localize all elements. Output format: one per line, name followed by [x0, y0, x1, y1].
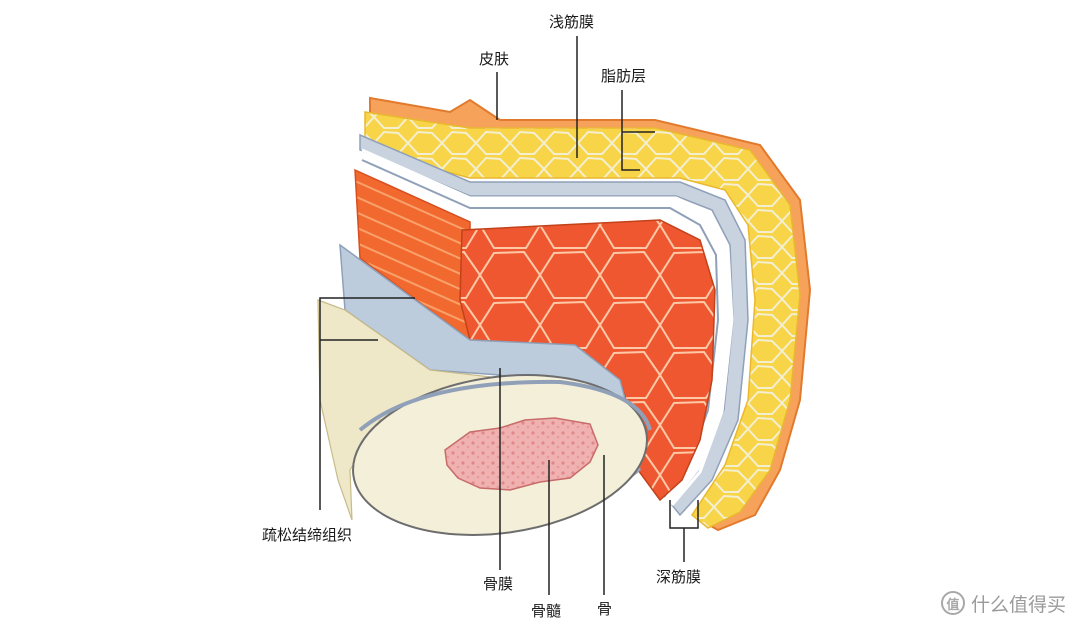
label-periosteum: 骨膜	[483, 575, 514, 593]
label-superficial-fascia: 浅筋膜	[549, 13, 595, 31]
watermark-badge-icon: 值	[940, 591, 965, 615]
label-bone-marrow: 骨髓	[531, 602, 562, 620]
label-skin: 皮肤	[479, 50, 510, 68]
watermark: 值 什么值得买	[940, 590, 1066, 616]
label-deep-fascia: 深筋膜	[656, 568, 702, 586]
label-loose-connective-tissue: 疏松结缔组织	[262, 526, 353, 544]
periosteum-line	[358, 379, 652, 432]
label-fat-layer: 脂肪层	[601, 67, 647, 85]
fat-layer	[364, 111, 801, 529]
label-bone: 骨	[597, 600, 613, 618]
leader-lines	[319, 36, 699, 595]
watermark-text: 什么值得买	[970, 593, 1066, 616]
bone-marrow	[444, 417, 599, 491]
